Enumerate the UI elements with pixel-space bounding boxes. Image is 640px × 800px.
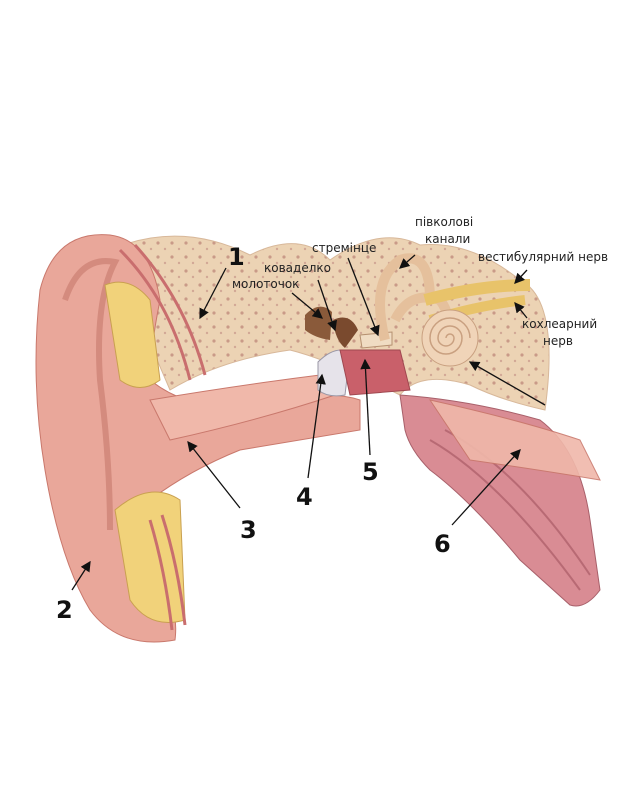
label-malleus: молоточок <box>232 277 299 291</box>
number-4: 4 <box>296 483 313 511</box>
cochlea <box>421 309 479 367</box>
number-1: 1 <box>228 243 245 271</box>
label-vestibular-nerve: вестибулярний нерв <box>478 250 608 264</box>
label-cochlear-2: нерв <box>543 334 573 348</box>
label-semicircular-1: півколові <box>415 215 473 229</box>
label-incus: коваделко <box>264 261 331 275</box>
number-2: 2 <box>56 596 73 624</box>
eardrum <box>317 349 351 397</box>
label-semicircular-2: канали <box>425 232 470 246</box>
incus <box>333 317 358 348</box>
cartilage-upper <box>104 281 161 388</box>
label-cochlear-1: кохлеарний <box>522 317 597 331</box>
number-6: 6 <box>434 530 451 558</box>
label-stapes: стремінце <box>312 241 376 255</box>
number-5: 5 <box>362 458 379 486</box>
number-3: 3 <box>240 516 257 544</box>
vestibular-nerve <box>423 279 531 306</box>
